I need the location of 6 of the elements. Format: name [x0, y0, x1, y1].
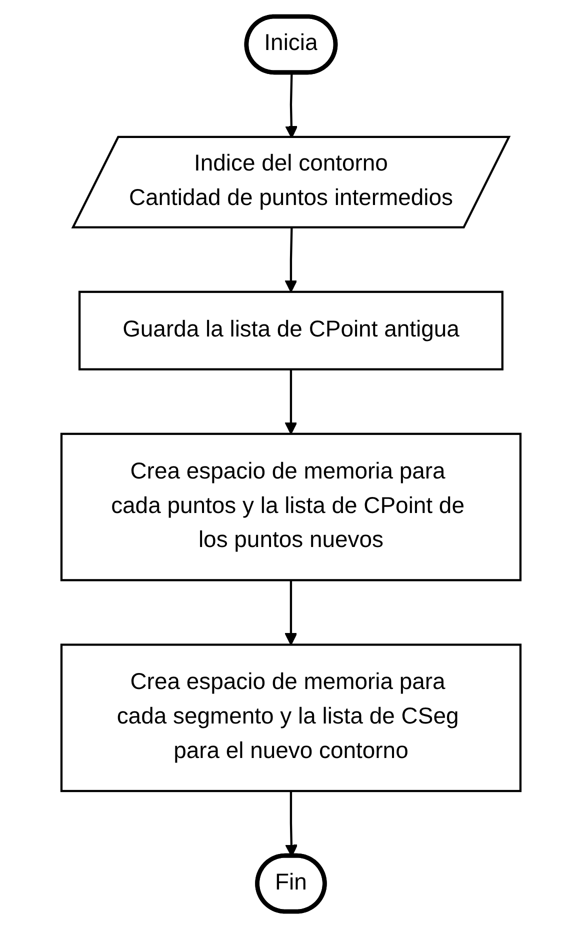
- arrow: [284, 369, 298, 434]
- node-box: Guarda la lista de CPoint antigua: [78, 290, 504, 370]
- node-box: Crea espacio de memoria para cada segmento y la lista de CSeg para el nuevo contorno: [60, 644, 522, 792]
- node-box: Crea espacio de memoria para cada puntos y la lista de CPoint de los puntos nuevos: [60, 432, 522, 582]
- arrow: [284, 228, 298, 292]
- arrow: [284, 580, 298, 646]
